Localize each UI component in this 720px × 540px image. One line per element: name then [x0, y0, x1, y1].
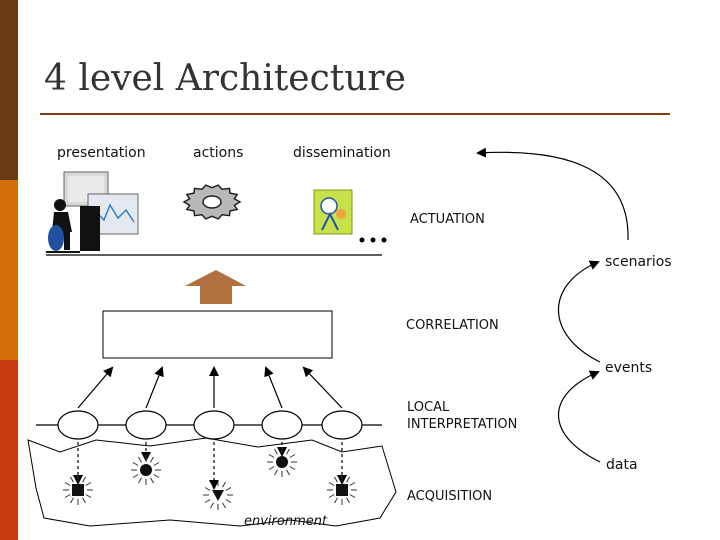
sidebar-segment-middle	[0, 180, 18, 360]
level-actuation: ACTUATION	[410, 212, 485, 227]
label-dissemination: dissemination	[293, 145, 391, 161]
level-acquisition: ACQUISITION	[407, 489, 493, 504]
sensor-icon	[327, 475, 357, 505]
sidebar-segment-bottom	[0, 360, 18, 540]
title-rule	[40, 113, 670, 115]
label-events: events	[605, 360, 653, 376]
label-scenarios: scenarios	[605, 254, 672, 270]
level-local: LOCAL	[407, 400, 450, 415]
sensor-links	[73, 442, 347, 490]
data-to-events-arrow	[558, 370, 601, 463]
computer-user-icon	[46, 171, 139, 253]
up-arrow-icon	[185, 270, 246, 304]
sensor-icon	[203, 480, 233, 510]
dissemination-icon	[313, 189, 353, 235]
interpretation-arrows	[77, 366, 343, 409]
sidebar-segment-top	[0, 0, 18, 180]
events-to-scenarios-arrow	[557, 260, 601, 363]
level-interpretation: INTERPRETATION	[407, 417, 518, 432]
environment-outline	[27, 437, 397, 527]
label-data: data	[606, 457, 638, 473]
correlation-box	[102, 310, 333, 359]
sensor-icon	[131, 455, 161, 485]
ellipsis-icon	[359, 237, 387, 243]
sensors	[63, 447, 357, 510]
level-correlation: CORRELATION	[406, 318, 499, 333]
label-actions: actions	[193, 145, 244, 161]
slide-title: 4 level Architecture	[44, 58, 406, 99]
interpretation-nodes	[57, 410, 363, 440]
label-environment: environment	[244, 514, 328, 529]
feedback-arrow	[476, 147, 629, 241]
label-presentation: presentation	[57, 145, 146, 161]
sensor-icon	[63, 475, 93, 505]
sidebar-stripe	[0, 0, 18, 540]
sensor-icon	[267, 447, 297, 477]
gear-icon	[182, 184, 242, 220]
